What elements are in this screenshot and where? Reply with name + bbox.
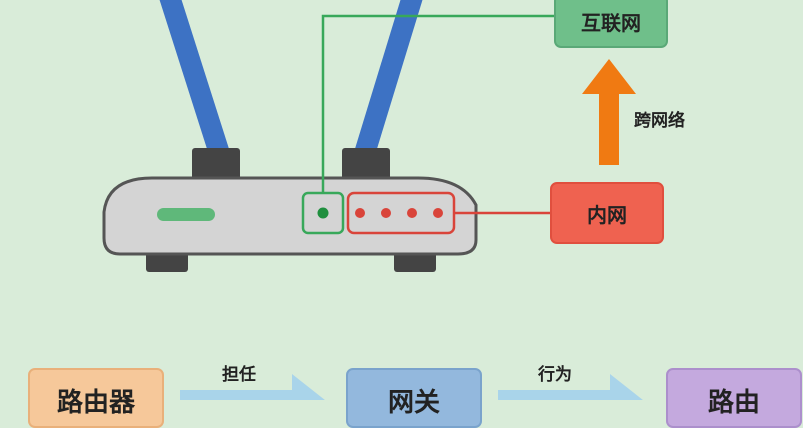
left-antenna-base xyxy=(192,148,240,182)
internet-box: 互联网 xyxy=(554,0,668,48)
gateway-box: 网关 xyxy=(346,368,482,428)
router-body xyxy=(102,176,478,256)
lan-port-led xyxy=(433,208,443,218)
lan-port-led xyxy=(407,208,417,218)
lan-port-led xyxy=(355,208,365,218)
behavior-label: 行为 xyxy=(538,365,572,385)
router-box: 路由器 xyxy=(28,368,164,428)
internet-label: 互联网 xyxy=(581,10,641,35)
router-label: 路由器 xyxy=(56,388,135,418)
lan-label: 内网 xyxy=(587,202,627,227)
router-to-gateway-arrow xyxy=(180,374,325,400)
gateway-label: 网关 xyxy=(387,388,440,418)
left-antenna xyxy=(159,0,230,152)
lan-box: 内网 xyxy=(550,182,664,244)
network-diagram xyxy=(102,0,643,400)
routing-label: 路由 xyxy=(707,388,760,418)
cross-network-label: 跨网络 xyxy=(634,111,685,131)
router-antennas xyxy=(159,0,423,182)
act-as-label: 担任 xyxy=(222,365,256,385)
router-status-bar xyxy=(157,208,215,221)
cross-network-arrow xyxy=(582,59,636,165)
right-antenna xyxy=(354,0,423,152)
wan-port-led xyxy=(317,207,329,219)
right-antenna-base xyxy=(342,148,390,182)
routing-box: 路由 xyxy=(666,368,802,428)
gateway-to-routing-arrow xyxy=(498,374,643,400)
wan-connector-line xyxy=(321,14,554,193)
lan-port-led xyxy=(381,208,391,218)
